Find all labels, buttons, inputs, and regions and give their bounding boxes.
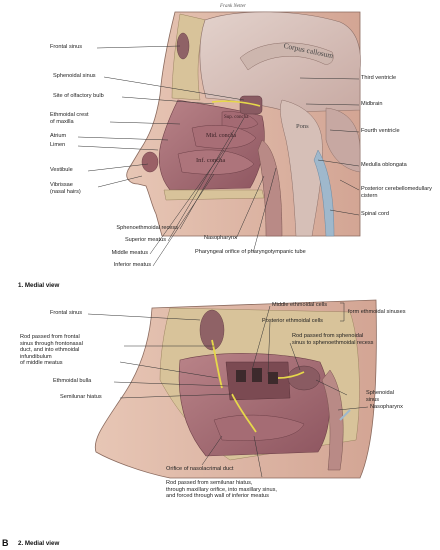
label-middle-ethmoidal-cells: Middle ethmoidal cells bbox=[272, 302, 328, 308]
label-sphenoidal-sinus: Sphenoidal sinus bbox=[53, 73, 96, 79]
label-vibrissae: Vibrissae (nasal hairs) bbox=[50, 182, 81, 195]
caption-view2: 2. Medial view bbox=[18, 540, 60, 547]
view1-sphenoidal-sinus bbox=[239, 95, 263, 115]
label-frontal-sinus-v2: Frontal sinus bbox=[50, 310, 83, 316]
view1-illustration bbox=[126, 11, 361, 237]
view1-vestibule bbox=[141, 151, 159, 173]
label-orifice-nasolacrimal: Orifice of nasolacrimal duct bbox=[166, 466, 234, 472]
label-rod-frontal: Rod passed from frontal sinus through fr… bbox=[20, 334, 83, 367]
view2-rod-posterior bbox=[339, 409, 351, 421]
label-ethmoidal-crest: Ethmoidal crest of maxilla bbox=[50, 112, 89, 125]
view1-inferior-concha bbox=[177, 149, 255, 175]
view2-rod-frontal bbox=[211, 339, 223, 389]
label-posterior-cerebellomedullary-cistern: Posterior cerebellomedullary cistern bbox=[361, 186, 432, 199]
view1-olfactory-area bbox=[211, 100, 261, 107]
label-superior-meatus: Superior meatus bbox=[124, 237, 166, 243]
view2-rod-sphenoidal bbox=[277, 371, 305, 379]
view1-spinal-cord bbox=[313, 149, 335, 237]
label-form-ethmoidal-sinuses: form ethmoidal sinuses bbox=[348, 309, 406, 315]
view2-inferior-meatus bbox=[213, 414, 305, 441]
label-rod-semilunar: Rod passed from semilunar hiatus, throug… bbox=[166, 480, 277, 500]
artist-signature: Frank Netter bbox=[220, 4, 246, 9]
label-sphenoidal-sinus-v2: Sphenoidal sinus bbox=[366, 390, 394, 403]
view1-leader-lines bbox=[77, 45, 360, 267]
view1-brainstem bbox=[280, 99, 323, 237]
panel-letter: B bbox=[2, 538, 9, 548]
view2-cell-block-3 bbox=[268, 372, 278, 384]
caption-view1: 1. Medial view bbox=[18, 282, 60, 289]
label-fourth-ventricle: Fourth ventricle bbox=[361, 128, 400, 134]
view2-cell-block-2 bbox=[252, 368, 262, 382]
label-site-olfactory-bulb: Site of olfactory bulb bbox=[53, 93, 104, 99]
label-posterior-ethmoidal-cells: Posterior ethmoidal cells bbox=[262, 318, 323, 324]
view1-cerebellum bbox=[325, 107, 361, 173]
label-inferior-meatus: Inferior meatus bbox=[113, 262, 151, 268]
label-atrium: Atrium bbox=[50, 133, 67, 139]
label-frontal-sinus: Frontal sinus bbox=[50, 44, 83, 50]
view2-sphenoidal-sinus bbox=[287, 365, 321, 391]
view2-nasopharynx bbox=[321, 369, 344, 471]
view2-rod-semilunar bbox=[231, 393, 257, 433]
structure-text-mid-concha: Mid. concha bbox=[206, 133, 236, 139]
view2-leader-lines bbox=[87, 302, 369, 478]
label-pharyngeal-orifice: Pharyngeal orifice of pharyngotympanic t… bbox=[195, 249, 306, 255]
view2-frontal-sinus bbox=[199, 309, 225, 351]
label-nasopharynx-v1: Nasopharynx bbox=[204, 235, 237, 241]
view1-brain bbox=[199, 11, 361, 113]
label-middle-meatus: Middle meatus bbox=[111, 250, 148, 256]
view1-hard-palate bbox=[163, 189, 265, 201]
view2-cell-block-1 bbox=[236, 370, 246, 382]
view1-pharynx bbox=[257, 139, 283, 237]
view1-corpus-callosum bbox=[239, 42, 334, 71]
structure-text-sup-concha: Sup. concha bbox=[224, 115, 249, 120]
label-nasopharynx-v2: Nasopharynx bbox=[370, 404, 403, 410]
label-limen: Limen bbox=[50, 142, 66, 148]
view1-middle-concha bbox=[191, 125, 257, 149]
label-rod-sphenoidal: Rod passed from sphenoidal sinus to sphe… bbox=[292, 333, 374, 346]
label-ethmoidal-bulla: Ethmoidal bulla bbox=[53, 378, 92, 384]
label-medulla-oblongata: Medulla oblongata bbox=[361, 162, 407, 168]
label-vestibule: Vestibule bbox=[50, 167, 73, 173]
structure-text-pons: Pons bbox=[296, 123, 309, 130]
label-semilunar-hiatus: Semilunar hiatus bbox=[60, 394, 102, 400]
label-third-ventricle: Third ventricle bbox=[361, 75, 397, 81]
label-sphenoethmoidal-recess: Sphenoethmoidal recess bbox=[116, 225, 178, 231]
label-midbrain: Midbrain bbox=[361, 101, 383, 107]
label-spinal-cord: Spinal cord bbox=[361, 211, 389, 217]
structure-text-inf-concha: Inf. concha bbox=[196, 157, 226, 164]
